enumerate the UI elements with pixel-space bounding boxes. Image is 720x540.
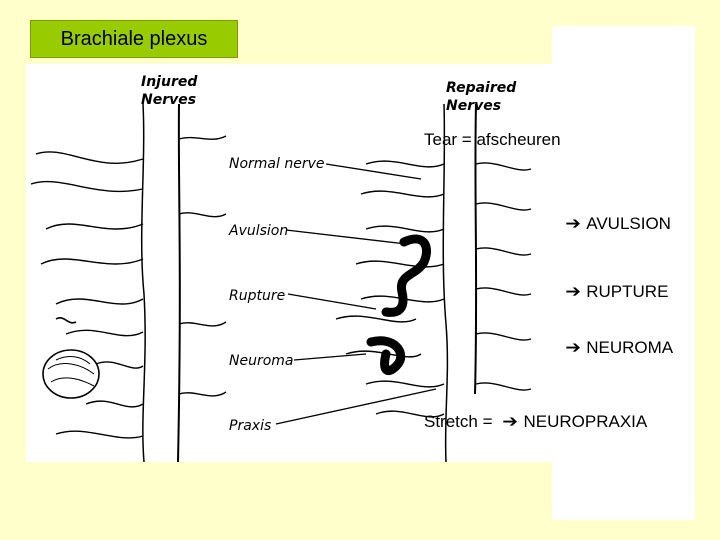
avulsion-label: ➔ AVULSION (565, 214, 671, 234)
right-nerve-roots (335, 160, 532, 418)
neuroma-blob (42, 349, 100, 399)
right-arrow-icon: ➔ (565, 214, 581, 234)
right-heading-line1: Repaired (446, 80, 517, 96)
neuroma-text: NEUROMA (586, 338, 674, 357)
right-spine-line-2 (442, 103, 449, 462)
right-spine-line (474, 103, 478, 395)
rupture-label: ➔ RUPTURE (565, 282, 669, 302)
stretch-label: Stretch = ➔NEUROPRAXIA (424, 412, 647, 432)
callout-neuroma: Neuroma (229, 353, 294, 369)
callout-normal-nerve: Normal nerve (229, 156, 325, 172)
callout-praxis: Praxis (229, 418, 271, 434)
slide-title-text: Brachiale plexus (60, 27, 208, 50)
left-heading-line2: Nerves (141, 92, 196, 108)
rupture-text: RUPTURE (586, 282, 669, 301)
left-spine-line (177, 103, 181, 462)
leader-lines (275, 163, 437, 425)
tear-text: Tear = afscheuren (424, 130, 561, 149)
left-nerve-roots (30, 135, 227, 439)
callout-avulsion: Avulsion (228, 223, 288, 239)
left-heading-line1: Injured (141, 74, 198, 90)
nerve-diagram: Injured Nerves Repaired Nerves Normal ne… (26, 64, 556, 462)
avulsion-text: AVULSION (586, 214, 671, 233)
right-heading-line2: Nerves (446, 98, 501, 114)
right-arrow-icon: ➔ (502, 412, 519, 432)
ruptured-nerve (366, 336, 406, 375)
right-arrow-icon: ➔ (565, 338, 581, 358)
callout-rupture: Rupture (229, 288, 285, 304)
right-arrow-icon: ➔ (565, 282, 581, 302)
slide-title: Brachiale plexus (30, 20, 238, 58)
neuropraxia-text: NEUROPRAXIA (523, 412, 648, 431)
left-spine-line-2 (140, 103, 146, 462)
stretch-prefix-text: Stretch = (424, 412, 493, 431)
tear-label: Tear = afscheuren (424, 130, 561, 150)
nerve-diagram-svg: Injured Nerves Repaired Nerves Normal ne… (30, 74, 532, 462)
annotation-panel (552, 26, 695, 520)
avulsed-nerve (381, 234, 431, 317)
neuroma-label: ➔ NEUROMA (565, 338, 674, 358)
